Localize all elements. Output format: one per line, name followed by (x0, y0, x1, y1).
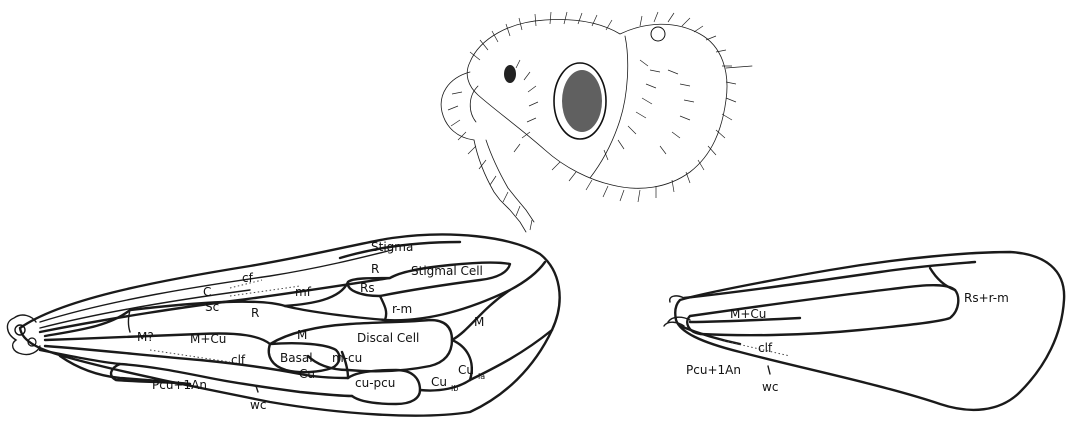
label-cu-pcu: cu-pcu (355, 376, 395, 390)
hindwing (664, 252, 1064, 410)
label-hw-clf: clf (758, 341, 773, 355)
hindwing-outline (675, 252, 1064, 410)
label-mf: mf (295, 285, 312, 299)
hindwing-vein-c (684, 262, 975, 298)
label-c: C (203, 285, 211, 299)
label-m-right: M (474, 315, 484, 329)
label-clf: clf (231, 353, 246, 367)
label-hw-m-cu: M+Cu (730, 307, 766, 321)
label-r-lower: R (251, 306, 259, 320)
vein-r-m (380, 296, 386, 320)
palp (474, 140, 526, 232)
compound-eye-dark (562, 70, 602, 132)
label-basal: Basal (280, 351, 313, 365)
hindwing-vein-wc-mark (768, 366, 770, 374)
label-stigmal-cell: Stigmal Cell (411, 264, 483, 278)
vein-m-q (129, 310, 131, 332)
label-rs: Rs (360, 281, 375, 295)
label-cu: Cu (299, 367, 315, 381)
mandible-inner (470, 86, 478, 122)
label-m-question: M? (137, 330, 154, 344)
label-m-cu: M+Cu (190, 332, 226, 346)
svg-text:Cu: Cu (458, 363, 474, 377)
label-stigma: Stigma (371, 240, 413, 254)
label-rs-rm: Rs+r-m (964, 291, 1009, 305)
svg-text:lb: lb (451, 384, 458, 393)
label-r-upper: R (371, 262, 379, 276)
label-m-cu-cross: m-cu (332, 351, 362, 365)
label-wc: wc (250, 398, 266, 412)
label-cf: cf (242, 271, 254, 285)
svg-text:Cu: Cu (431, 375, 447, 389)
antenna-base (651, 27, 665, 41)
label-hw-wc: wc (762, 380, 778, 394)
label-sc: Sc (205, 300, 219, 314)
forewing-labels: cf Stigma C mf R Stigmal Cell Sc Rs R r-… (137, 240, 485, 412)
label-discal-cell: Discal Cell (357, 331, 419, 345)
label-m-mid: M (297, 328, 307, 342)
mandible-dark-spot (504, 65, 516, 83)
label-pcu-1an: Pcu+1An (152, 378, 207, 392)
vein-m-cu (45, 310, 270, 344)
insect-head-illustration (441, 12, 752, 232)
label-r-m: r-m (392, 302, 412, 316)
label-hw-pcu-1an: Pcu+1An (686, 363, 741, 377)
svg-text:la: la (478, 372, 485, 381)
